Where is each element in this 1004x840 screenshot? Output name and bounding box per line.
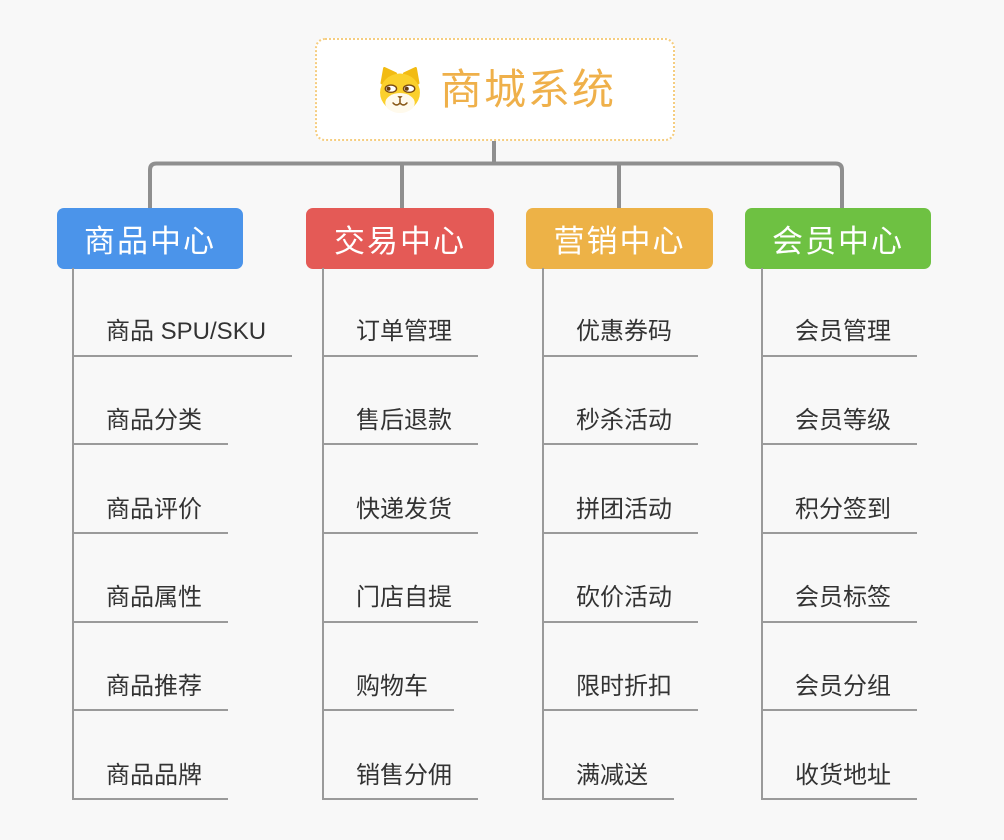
- leaf-node[interactable]: 收货地址: [763, 711, 917, 801]
- leaf-node[interactable]: 商品评价: [74, 445, 228, 535]
- leaf-node[interactable]: 商品分类: [74, 357, 228, 446]
- leaf-node[interactable]: 购物车: [324, 623, 454, 712]
- leaf-node[interactable]: 订单管理: [324, 268, 478, 357]
- leaf-node[interactable]: 会员标签: [763, 534, 917, 623]
- branch-trade-center[interactable]: 交易中心: [306, 208, 494, 269]
- leaf-node[interactable]: 商品 SPU/SKU: [74, 268, 293, 357]
- dog-icon: [380, 66, 420, 113]
- leaf-node[interactable]: 会员分组: [763, 623, 917, 712]
- leaf-node[interactable]: 商品属性: [74, 534, 228, 623]
- branch-product-children: 商品 SPU/SKU 商品分类 商品评价 商品属性 商品推荐 商品品牌: [72, 268, 293, 801]
- leaf-node[interactable]: 拼团活动: [544, 445, 698, 535]
- leaf-node[interactable]: 售后退款: [324, 357, 478, 446]
- leaf-node[interactable]: 秒杀活动: [544, 357, 698, 446]
- branch-marketing-children: 优惠券码 秒杀活动 拼团活动 砍价活动 限时折扣 满减送: [542, 268, 698, 801]
- leaf-node[interactable]: 积分签到: [763, 445, 917, 535]
- leaf-node[interactable]: 会员等级: [763, 357, 917, 446]
- branch-marketing-center[interactable]: 营销中心: [526, 208, 713, 269]
- leaf-node[interactable]: 门店自提: [324, 534, 478, 623]
- leaf-node[interactable]: 商品品牌: [74, 711, 228, 801]
- leaf-node[interactable]: 销售分佣: [324, 711, 478, 801]
- leaf-node[interactable]: 会员管理: [763, 268, 917, 357]
- branch-trade-children: 订单管理 售后退款 快递发货 门店自提 购物车 销售分佣: [322, 268, 478, 801]
- leaf-node[interactable]: 优惠券码: [544, 268, 698, 357]
- branch-member-center[interactable]: 会员中心: [745, 208, 931, 269]
- root-title: 商城系统: [439, 65, 616, 113]
- leaf-node[interactable]: 限时折扣: [544, 623, 698, 712]
- branch-member-children: 会员管理 会员等级 积分签到 会员标签 会员分组 收货地址: [761, 268, 917, 801]
- leaf-node[interactable]: 砍价活动: [544, 534, 698, 623]
- leaf-node[interactable]: 快递发货: [324, 445, 478, 535]
- leaf-node[interactable]: 商品推荐: [74, 623, 228, 712]
- leaf-node[interactable]: 满减送: [544, 711, 674, 801]
- root-node[interactable]: 商城系统: [315, 38, 675, 141]
- branch-product-center[interactable]: 商品中心: [57, 208, 243, 269]
